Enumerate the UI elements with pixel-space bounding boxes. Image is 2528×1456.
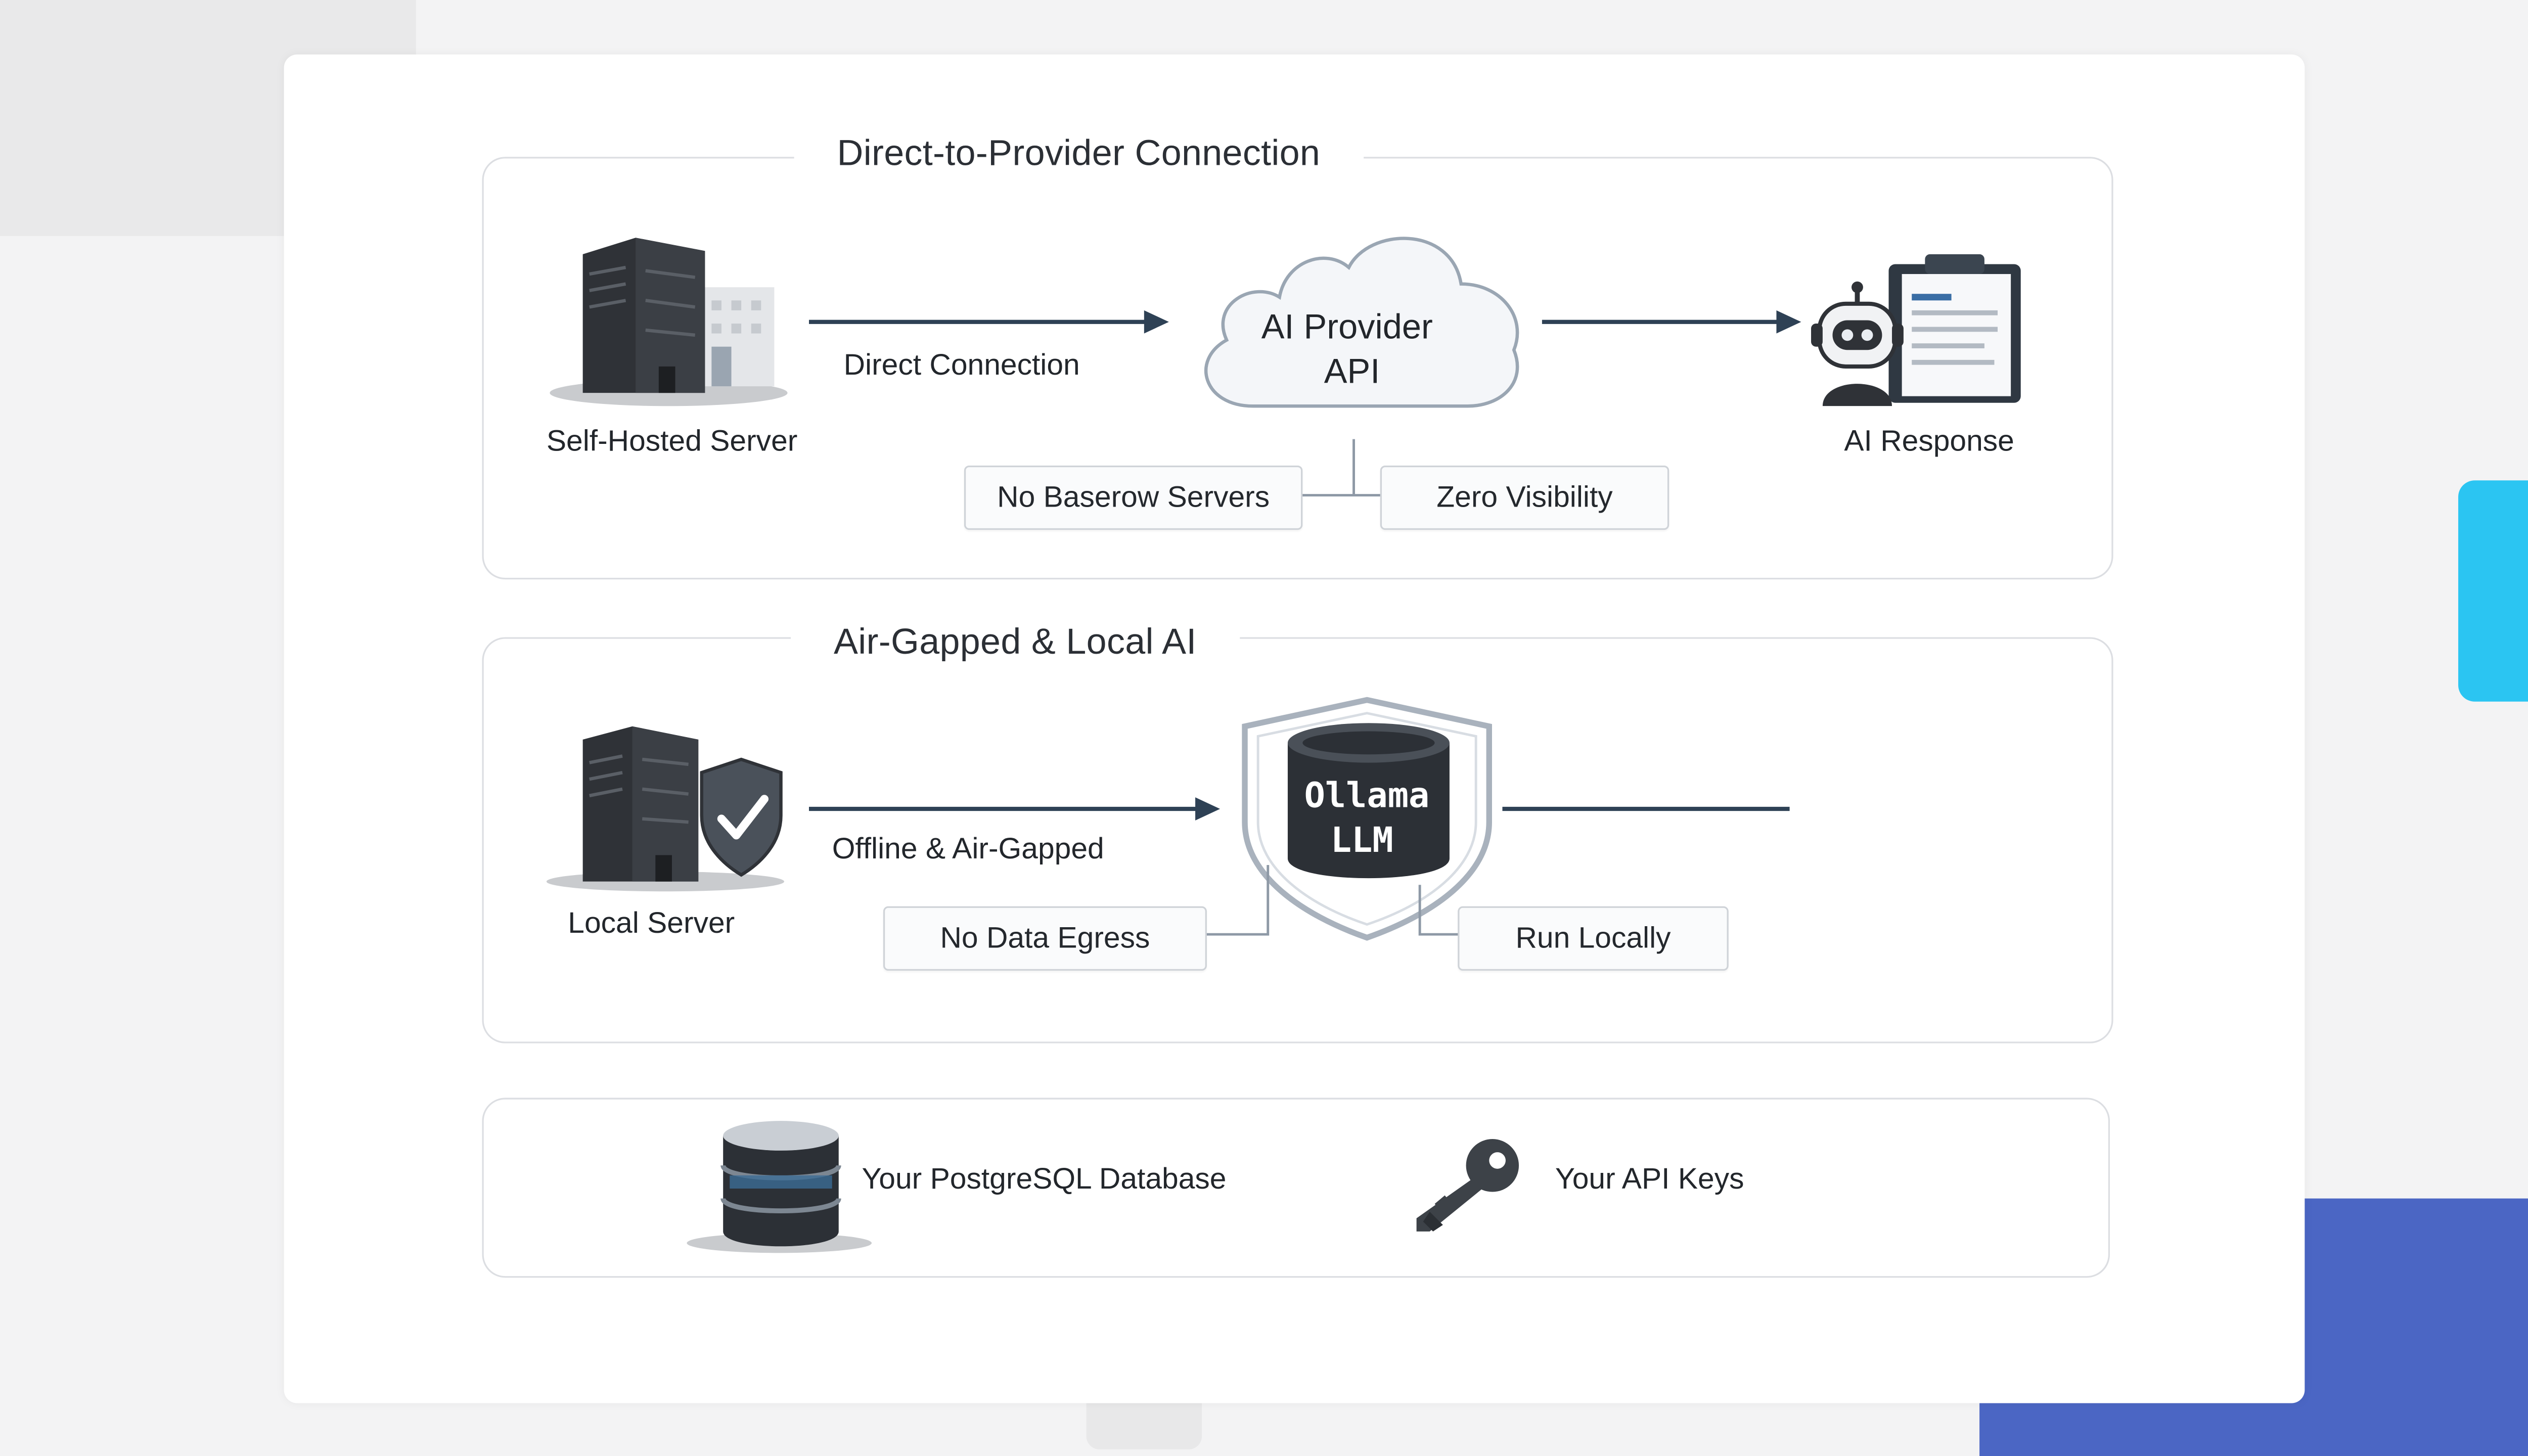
local-output-line xyxy=(1502,804,1793,814)
ollama-label: Ollama xyxy=(1304,776,1430,816)
local-connector xyxy=(1413,882,1463,944)
key-icon xyxy=(1410,1132,1529,1235)
local-server-label: Local Server xyxy=(568,906,735,939)
direct-connection-arrow xyxy=(808,307,1172,337)
self-hosted-server-label: Self-Hosted Server xyxy=(546,424,798,458)
cloud-label-line2: API xyxy=(1324,353,1380,391)
response-arrow xyxy=(1542,307,1806,337)
ai-response-label: AI Response xyxy=(1844,424,2014,458)
offline-arrow xyxy=(808,794,1225,824)
tag-run-locally: Run Locally xyxy=(1458,906,1729,971)
tag-no-data-egress: No Data Egress xyxy=(883,906,1207,971)
server-building-icon xyxy=(550,235,797,413)
llm-label: LLM xyxy=(1330,820,1393,860)
cloud-icon xyxy=(1187,224,1527,413)
direct-panel-title: Direct-to-Provider Connection xyxy=(794,132,1364,175)
robot-icon xyxy=(1810,281,1905,406)
database-icon xyxy=(1284,720,1453,885)
bg-accent-cyan xyxy=(2458,480,2528,702)
postgres-label: Your PostgreSQL Database xyxy=(862,1162,1227,1196)
direct-connection-label: Direct Connection xyxy=(843,348,1080,382)
cloud-connector xyxy=(1298,436,1384,502)
offline-air-gapped-label: Offline & Air-Gapped xyxy=(832,832,1104,866)
egress-connector xyxy=(1202,861,1275,944)
server-shield-icon xyxy=(546,723,794,895)
clipboard-icon xyxy=(1882,251,2027,409)
tag-no-baserow-servers: No Baserow Servers xyxy=(964,465,1303,530)
postgres-database-icon xyxy=(687,1116,875,1254)
air-gapped-panel-title: Air-Gapped & Local AI xyxy=(791,620,1240,664)
tag-zero-visibility: Zero Visibility xyxy=(1380,465,1669,530)
api-keys-label: Your API Keys xyxy=(1555,1162,1744,1196)
cloud-label-line1: AI Provider xyxy=(1261,308,1433,347)
